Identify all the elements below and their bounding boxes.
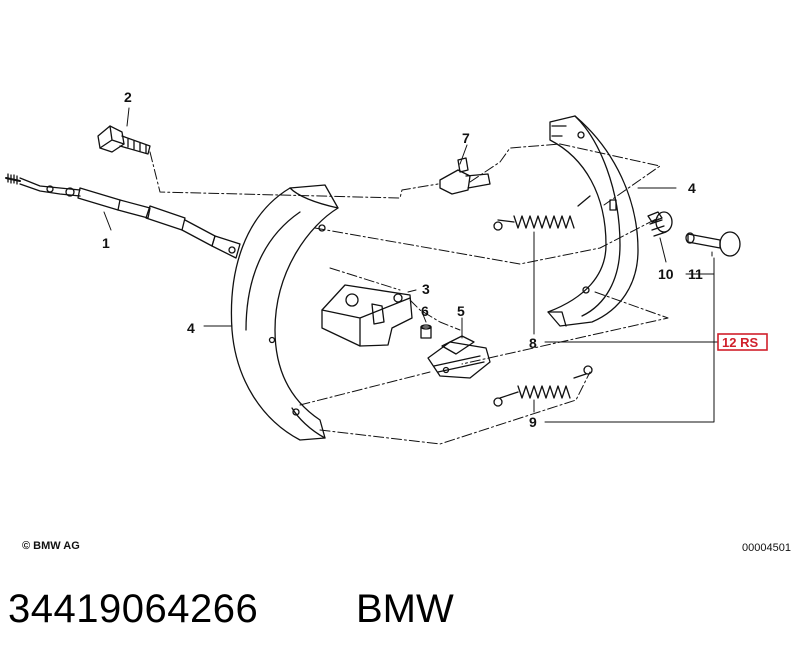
- bracket: [321, 284, 413, 347]
- part-number: 34419064266: [8, 587, 259, 631]
- callout-2: 2: [124, 89, 132, 105]
- pin: [420, 324, 432, 339]
- leader-lines: [103, 107, 719, 423]
- diagram-id: 00004501: [742, 542, 791, 554]
- callout-8: 8: [529, 335, 537, 351]
- callout-10: 10: [658, 266, 674, 282]
- callout-3: 3: [422, 281, 430, 297]
- brand-name: BMW: [356, 587, 454, 631]
- spring-lower: [493, 365, 593, 407]
- callout-12-rs[interactable]: 12 RS: [722, 335, 758, 350]
- retaining-pin: [685, 231, 741, 257]
- brake-cable: [5, 173, 241, 259]
- expander-lever: [427, 335, 491, 379]
- spring-cup: [647, 211, 673, 237]
- callout-11: 11: [688, 266, 703, 282]
- callout-4-left: 4: [187, 320, 195, 336]
- callout-5: 5: [457, 303, 465, 319]
- copyright-text: © BMW AG: [22, 540, 80, 552]
- parts-diagram: 1 2 3 4 4 5 6 7 8 9 10 11 12 RS: [5, 89, 768, 445]
- highlight-box: [717, 333, 768, 351]
- brake-shoe-left: [230, 184, 339, 441]
- adjuster: [439, 157, 491, 195]
- spring-upper: [493, 195, 591, 231]
- callout-1: 1: [102, 235, 110, 251]
- callout-4-right: 4: [688, 180, 696, 196]
- callout-9: 9: [529, 414, 537, 430]
- callout-6: 6: [421, 303, 429, 319]
- brake-shoe-right: [547, 115, 639, 327]
- bolt: [97, 125, 151, 155]
- assembly-lines: [149, 143, 669, 445]
- callout-7: 7: [462, 130, 470, 146]
